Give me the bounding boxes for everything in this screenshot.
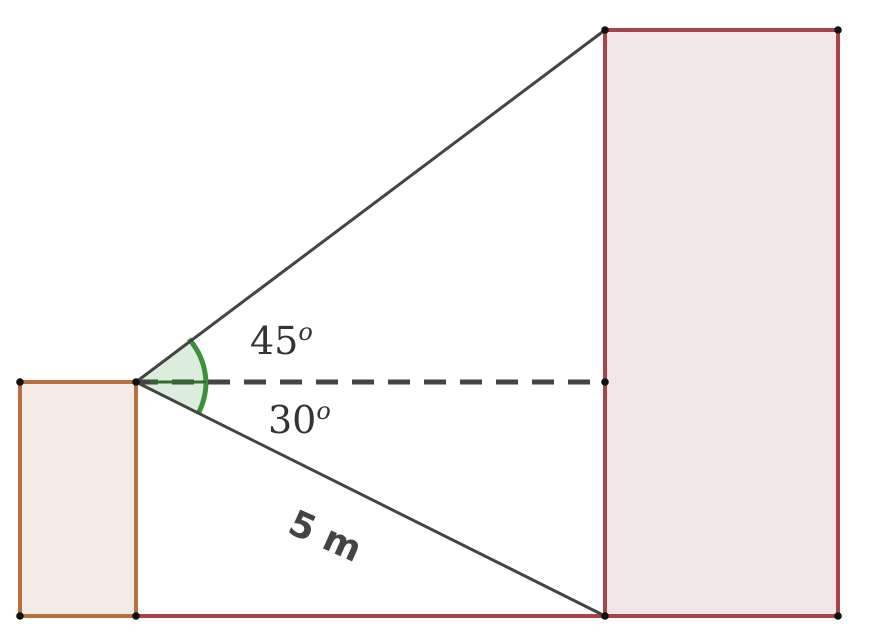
angle-30-label: 30o — [268, 397, 331, 442]
point-small-top-left — [16, 378, 24, 386]
point-small-top-right — [132, 378, 140, 386]
line-of-sight-bottom — [135, 380, 606, 618]
line-of-sight-top — [135, 28, 606, 384]
point-small-bottom-right — [132, 612, 140, 620]
point-tall-middle — [601, 378, 609, 386]
small-building — [18, 380, 138, 618]
point-small-bottom-left — [16, 612, 24, 620]
point-tall-top-left — [601, 26, 609, 34]
slant-length-label: 5 m — [282, 503, 367, 571]
angle-sector — [136, 339, 206, 414]
point-tall-bottom-right — [834, 612, 842, 620]
angle-45-label: 45o — [250, 318, 313, 363]
point-tall-top-right — [834, 26, 842, 34]
tall-building — [603, 28, 840, 618]
point-tall-bottom-left — [601, 612, 609, 620]
